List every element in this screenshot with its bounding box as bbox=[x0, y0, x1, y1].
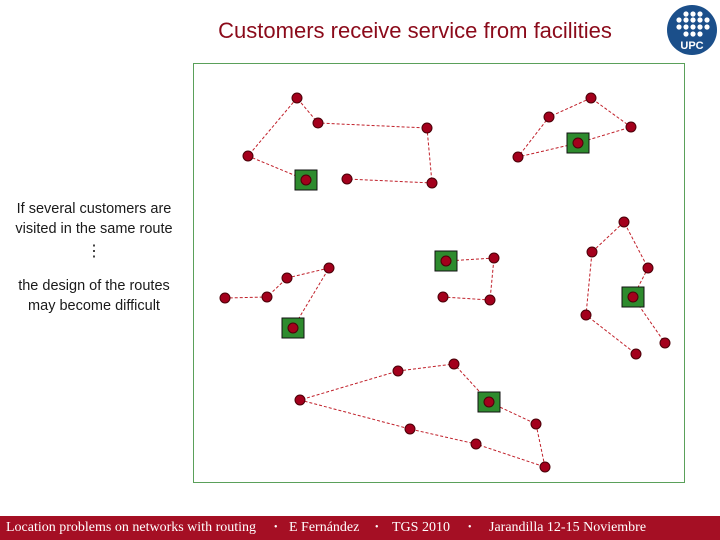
diagram-panel bbox=[193, 63, 685, 483]
side-note-line: If several customers are bbox=[16, 201, 172, 217]
facility bbox=[294, 169, 318, 191]
footer-separator: • bbox=[468, 522, 472, 533]
footer-event: TGS 2010 bbox=[392, 520, 450, 535]
customer-node bbox=[630, 348, 642, 360]
customer-node bbox=[219, 292, 231, 304]
customer-node bbox=[484, 294, 496, 306]
route-5b bbox=[632, 296, 666, 344]
customer-node bbox=[392, 365, 404, 377]
customer-node bbox=[323, 262, 335, 274]
customer-node bbox=[242, 150, 254, 162]
facility bbox=[477, 391, 501, 413]
footer-separator: • bbox=[375, 522, 379, 533]
customer-node bbox=[580, 309, 592, 321]
facility bbox=[434, 250, 458, 272]
footer-author: E Fernández bbox=[289, 520, 360, 535]
customer-node bbox=[512, 151, 524, 163]
customer-node bbox=[437, 291, 449, 303]
side-note-line: visited in the same route bbox=[15, 221, 173, 237]
customer-node bbox=[543, 111, 555, 123]
side-note-line: may become difficult bbox=[28, 298, 160, 314]
customer-node bbox=[585, 92, 597, 104]
footer-separator: • bbox=[274, 522, 278, 533]
customer-node bbox=[341, 173, 353, 185]
routes bbox=[224, 97, 666, 468]
route-6 bbox=[298, 363, 546, 468]
customer-node bbox=[404, 423, 416, 435]
footer-course: Location problems on networks with routi… bbox=[6, 520, 257, 535]
footer-place: Jarandilla 12-15 Noviembre bbox=[489, 520, 647, 535]
customer-node bbox=[291, 92, 303, 104]
route-3 bbox=[224, 267, 331, 329]
customer-node bbox=[659, 337, 671, 349]
customer-node bbox=[470, 438, 482, 450]
customer-node bbox=[586, 246, 598, 258]
customer-node bbox=[642, 262, 654, 274]
customer-node bbox=[530, 418, 542, 430]
customer-node bbox=[312, 117, 324, 129]
facilities bbox=[281, 132, 645, 413]
customer-node bbox=[426, 177, 438, 189]
customer-node bbox=[448, 358, 460, 370]
customer-node bbox=[261, 291, 273, 303]
customers bbox=[219, 92, 671, 473]
facility bbox=[566, 132, 590, 154]
customer-node bbox=[618, 216, 630, 228]
upc-logo: UPC bbox=[667, 5, 717, 55]
slide-title: Customers receive service from facilitie… bbox=[218, 18, 612, 43]
facility bbox=[281, 317, 305, 339]
side-note-line: the design of the routes bbox=[18, 278, 170, 294]
customer-node bbox=[281, 272, 293, 284]
logo-text: UPC bbox=[680, 40, 703, 52]
customer-node bbox=[421, 122, 433, 134]
route-2 bbox=[516, 97, 633, 158]
customer-node bbox=[539, 461, 551, 473]
customer-node bbox=[625, 121, 637, 133]
side-note-several-customers: If several customers are visited in the … bbox=[0, 199, 188, 239]
customer-node bbox=[294, 394, 306, 406]
customer-node bbox=[488, 252, 500, 264]
footer-bar: Location problems on networks with routi… bbox=[0, 516, 720, 540]
facility bbox=[621, 286, 645, 308]
side-ellipsis: ⋮ bbox=[86, 243, 102, 260]
side-note-routes-difficult: the design of the routes may become diff… bbox=[0, 276, 188, 316]
route-1 bbox=[247, 97, 433, 184]
